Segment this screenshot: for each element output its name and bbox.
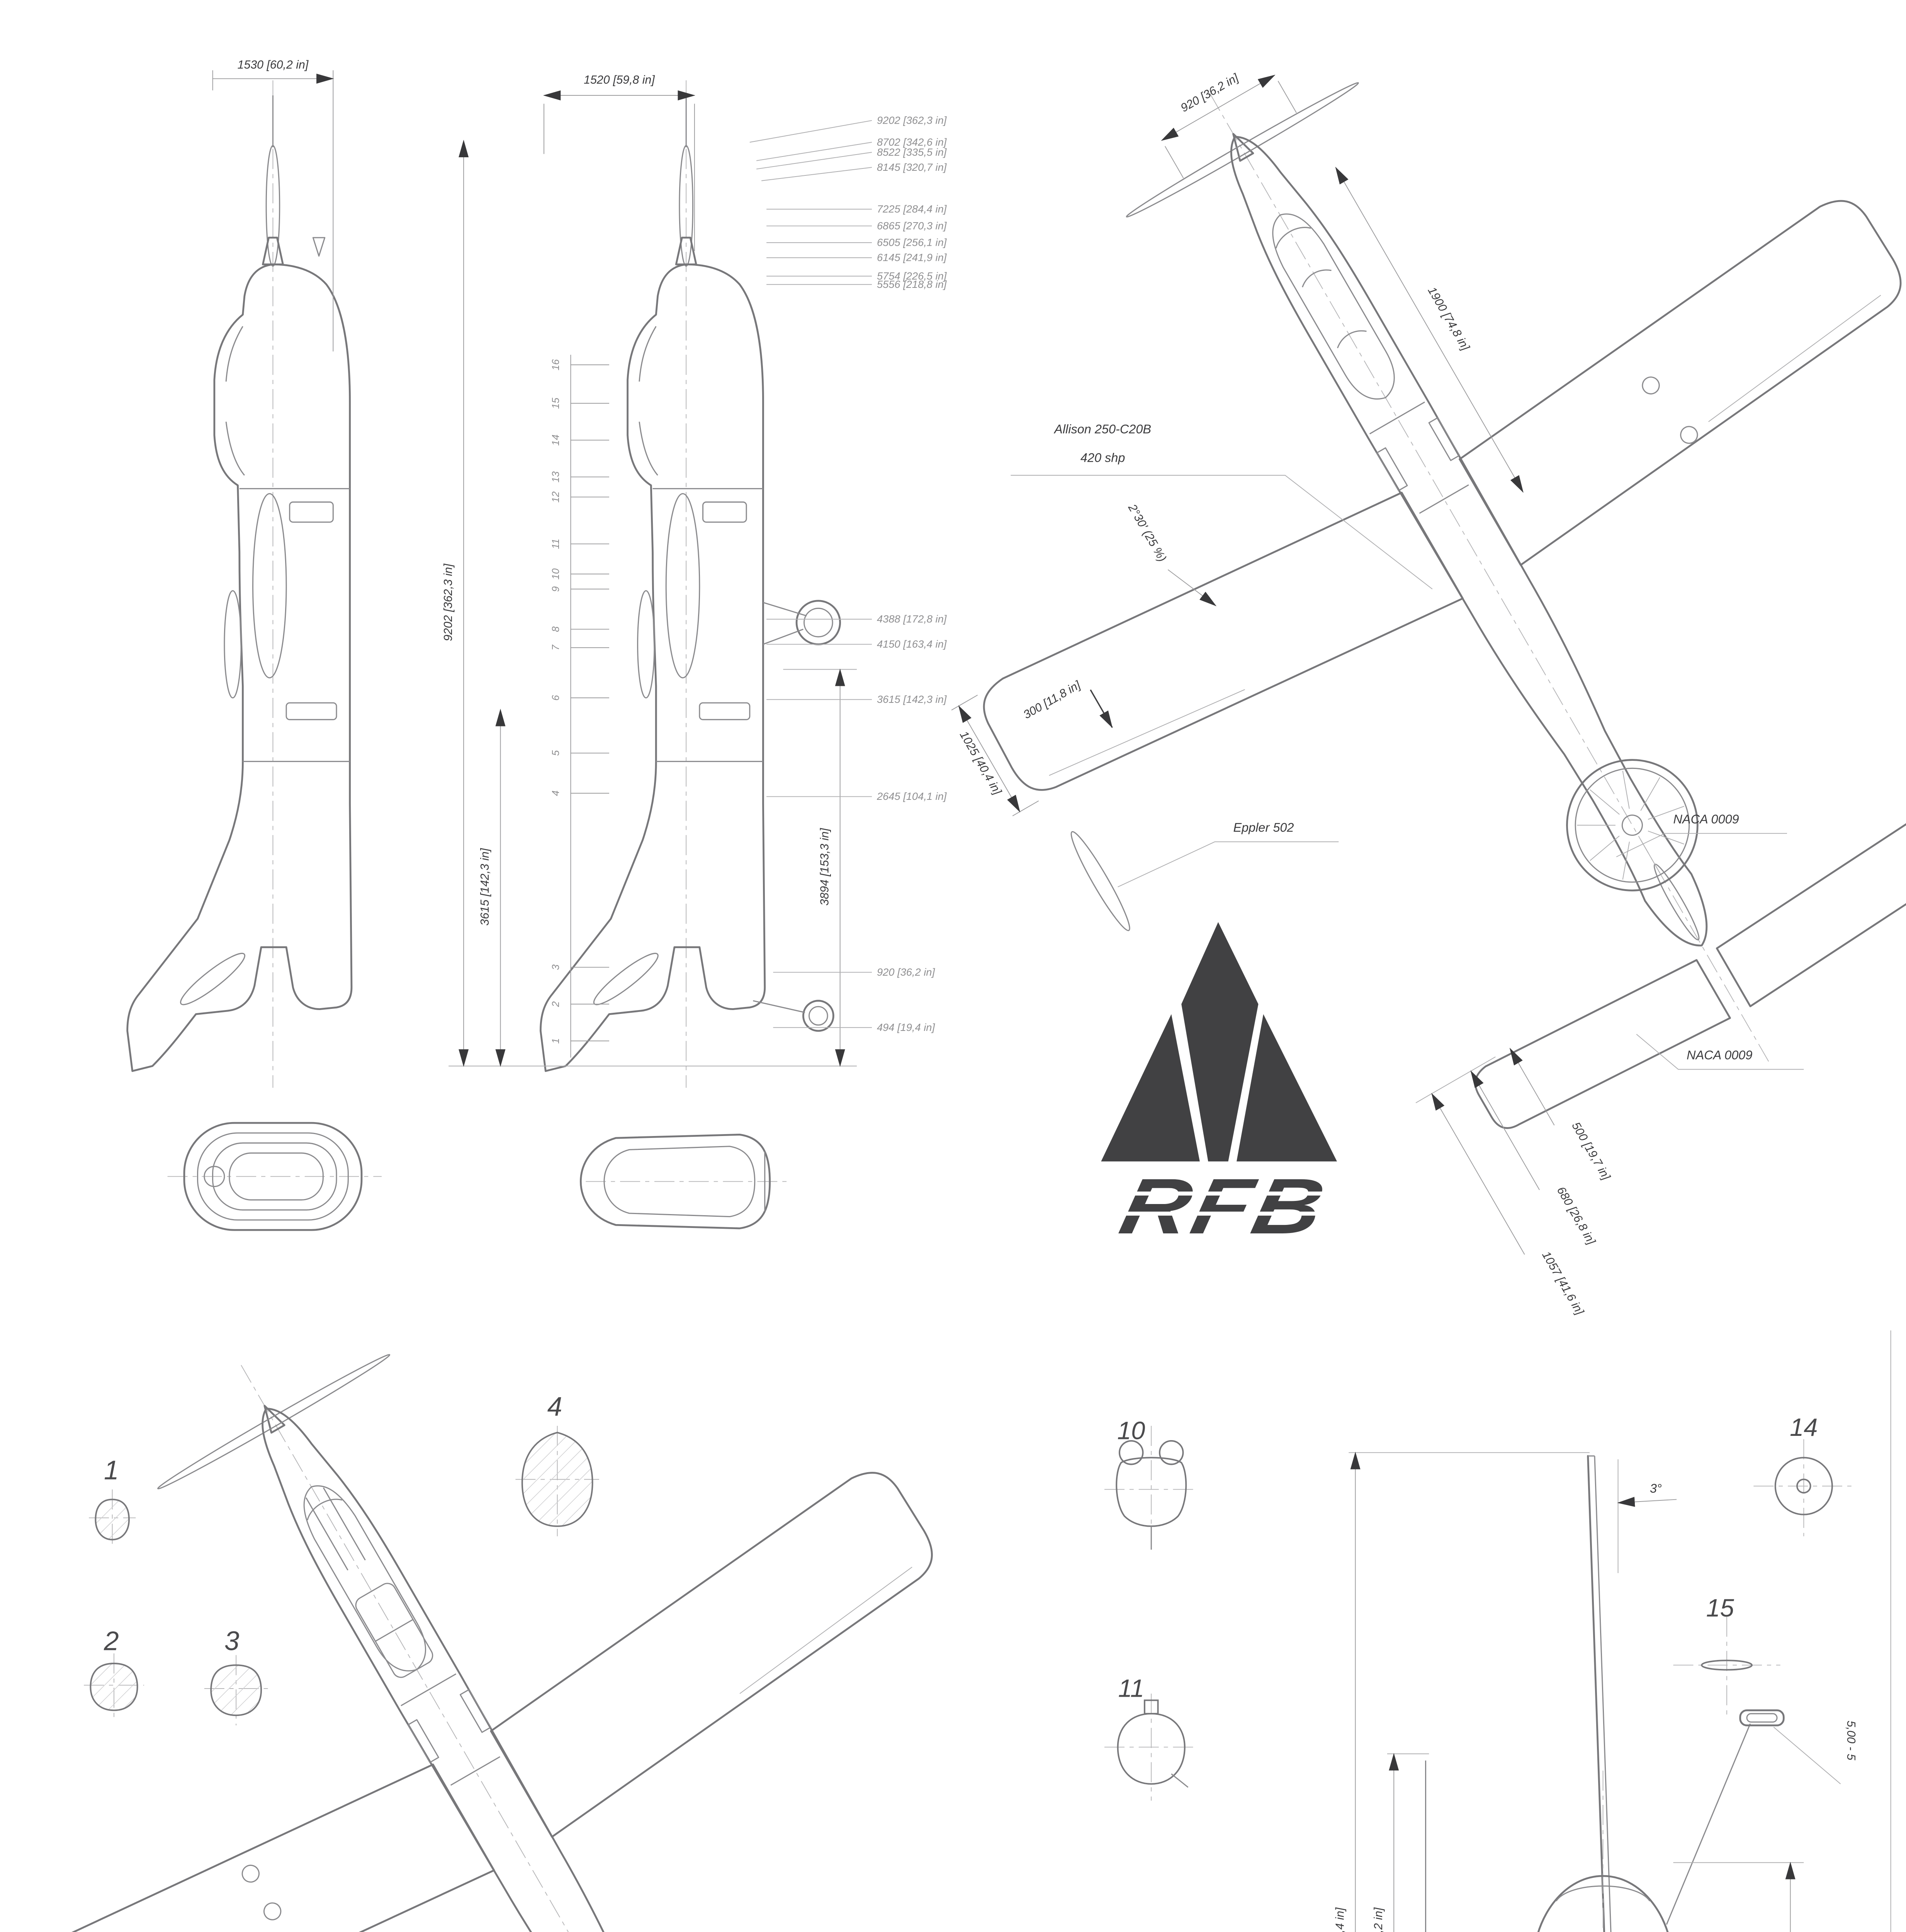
dim-prop: 1900 [74,8 in] [1425,285,1472,353]
side-view-2: 1520 [59,8 in] 9202 [362,3 in] 3615 [142… [442,74,947,1088]
frame-6: 6 [550,695,561,701]
dim-stab-span: 3587 [141,2 in] [1372,1907,1385,1932]
side-view-1: 1530 [60,2 in] [127,59,352,1088]
dim-dihedral: 3° [1650,1481,1662,1495]
frame-7: 7 [550,644,561,650]
station-6505: 6505 [256,1 in] [877,236,947,248]
frame-2: 2 [550,1001,561,1007]
dim-tail: 1057 [41,6 in] [1539,1249,1586,1317]
logo-right-triangle [1237,1014,1337,1162]
frame-8: 8 [550,626,561,632]
frame-16: 16 [550,359,561,370]
frame-13: 13 [550,471,561,482]
station-4150: 4150 [163,4 in] [877,638,947,650]
datum-marker [312,237,326,257]
section-number-2: 2 [104,1626,119,1656]
fin-airfoil-label: NACA 0009 [1673,812,1739,826]
dim-gear-length: 3615 [142,3 in] [479,848,491,926]
station-4388: 4388 [172,8 in] [877,613,947,625]
rfb-logo: RFB [1071,922,1366,1250]
section-number-14: 14 [1790,1413,1818,1441]
logo-center-triangle [1181,922,1259,1162]
frame-3: 3 [550,964,561,970]
section-number-4: 4 [547,1391,562,1422]
station-8522: 8522 [335,5 in] [877,146,947,158]
station-3615: 3615 [142,3 in] [877,693,947,705]
frame-10: 10 [550,568,561,580]
logo-wordmark: RFB [1113,1163,1335,1250]
wing-airfoil-section [1070,831,1130,931]
station-5556: 5556 [218,8 in] [877,278,947,290]
plan-view-bottom [0,1111,1240,1932]
section-number-15: 15 [1706,1594,1734,1622]
station-9202: 9202 [362,3 in] [877,114,947,126]
station-5754: 5754 [226,5 in] [877,270,947,282]
canopy-top-view-2 [580,1134,787,1230]
station-8145: 8145 [320,7 in] [877,161,947,173]
logo-stencil-cut [1071,1191,1366,1196]
dim-wing-setting: 2°30' (25 %) [1125,502,1169,564]
station-494: 494 [19,4 in] [877,1021,936,1033]
frame-15: 15 [550,398,561,409]
station-2645: 2645 [104,1 in] [877,790,947,802]
station-6865: 6865 [270,3 in] [877,219,947,231]
section-number-10: 10 [1117,1417,1145,1445]
plan-view-top: 920 [36,2 in] 1900 [74,8 in] 2°30' (25 %… [739,0,1906,1317]
station-8702: 8702 [342,6 in] [877,136,947,148]
logo-left-triangle [1101,1014,1200,1162]
stab-airfoil-label: NACA 0009 [1687,1048,1752,1062]
dim-prop-ground: 3894 [153,3 in] [818,828,831,906]
frame-12: 12 [550,491,561,502]
cross-sections-10-16: 10 11 12 13 ø1200 [ø47,2 in] 14 [1104,1413,1854,1932]
page-edges [1890,1330,1891,1932]
frame-9: 9 [550,586,561,592]
dim-fuselage-width-2: 1520 [59,8 in] [584,74,655,87]
station-920: 920 [36,2 in] [877,966,936,978]
section-number-1: 1 [104,1455,119,1485]
dim-nose-width: 920 [36,2 in] [1179,71,1241,114]
section-number-11: 11 [1118,1674,1144,1702]
dim-span: 9738 [383,4 in] [1334,1907,1346,1932]
dim-overall-length: 9202 [362,3 in] [442,563,455,641]
frame-5: 5 [550,750,561,756]
section-number-3: 3 [224,1626,240,1656]
frame-1: 1 [550,1038,561,1044]
logo-stencil-cut [1071,1211,1366,1216]
canopy-top-view-1 [167,1122,382,1231]
nose-tire-label: 5,00 - 5 [1845,1721,1857,1760]
frame-ruler: 16 15 14 13 12 11 10 9 8 7 6 5 4 3 2 1 [550,355,609,1058]
wing-airfoil-label: Eppler 502 [1233,821,1294,835]
front-view: 3° 9738 [383,4 in] 3587 [141,2 in] 1940 … [1334,1452,1857,1932]
station-6145: 6145 [241,9 in] [877,252,947,264]
dim-stab-chord: 500 [19,7 in] [1569,1120,1612,1182]
cross-sections-1-9: 1 2 3 4 5 6 7 8 9 [84,1391,599,1726]
engine-label-line2: 420 shp [1080,451,1125,464]
dim-fuselage-width-1: 1530 [60,2 in] [238,59,309,71]
frame-4: 4 [550,791,561,796]
plan-view-labels: Allison 250-C20B 420 shp Eppler 502 NACA… [1011,422,1804,1070]
engine-label-line1: Allison 250-C20B [1053,422,1151,436]
dim-fin: 680 [26,8 in] [1554,1185,1598,1247]
station-7225: 7225 [284,4 in] [877,203,947,215]
frame-14: 14 [550,435,561,446]
station-list: 9202 [362,3 in] 8702 [342,6 in] 8522 [33… [749,114,947,1033]
dim-root: 300 [11,8 in] [1021,679,1083,721]
frame-11: 11 [550,539,561,549]
